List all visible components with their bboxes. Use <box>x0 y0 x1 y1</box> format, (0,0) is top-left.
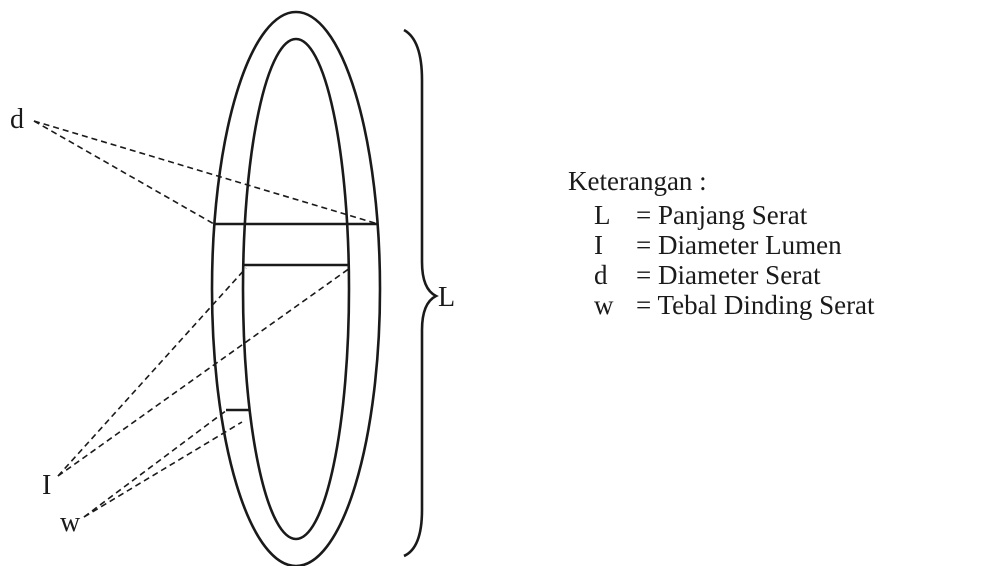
legend-item-fiber-diameter: d = Diameter Serat <box>594 262 875 292</box>
w-leader-bottom <box>83 421 243 518</box>
d-leader-right <box>33 120 379 225</box>
fiber-outer-wall <box>210 10 382 566</box>
label-w: w <box>60 507 81 538</box>
legend-title: Keterangan : <box>568 166 707 196</box>
legend-symbol: w <box>594 290 614 320</box>
fiber-lumen-wall <box>241 37 351 541</box>
length-brace <box>403 28 439 558</box>
legend-description: = Diameter Lumen <box>636 230 842 260</box>
legend: Keterangan : L = Panjang Serat I = Diame… <box>568 168 875 322</box>
legend-symbol: L <box>594 200 611 230</box>
legend-symbol: d <box>594 260 608 290</box>
label-i: I <box>42 470 51 501</box>
legend-item-lumen-diameter: I = Diameter Lumen <box>594 232 875 262</box>
w-leader-top <box>83 409 228 518</box>
legend-item-length: L = Panjang Serat <box>594 202 875 232</box>
d-leader-left <box>33 120 215 225</box>
legend-symbol: I <box>594 230 603 260</box>
label-l: L <box>438 282 455 313</box>
legend-item-wall-thickness: w = Tebal Dinding Serat <box>594 292 875 322</box>
legend-description: = Diameter Serat <box>636 260 821 290</box>
label-d: d <box>10 104 24 135</box>
i-leader-left <box>57 267 247 477</box>
legend-description: = Tebal Dinding Serat <box>636 290 875 320</box>
legend-description: = Panjang Serat <box>636 200 808 230</box>
